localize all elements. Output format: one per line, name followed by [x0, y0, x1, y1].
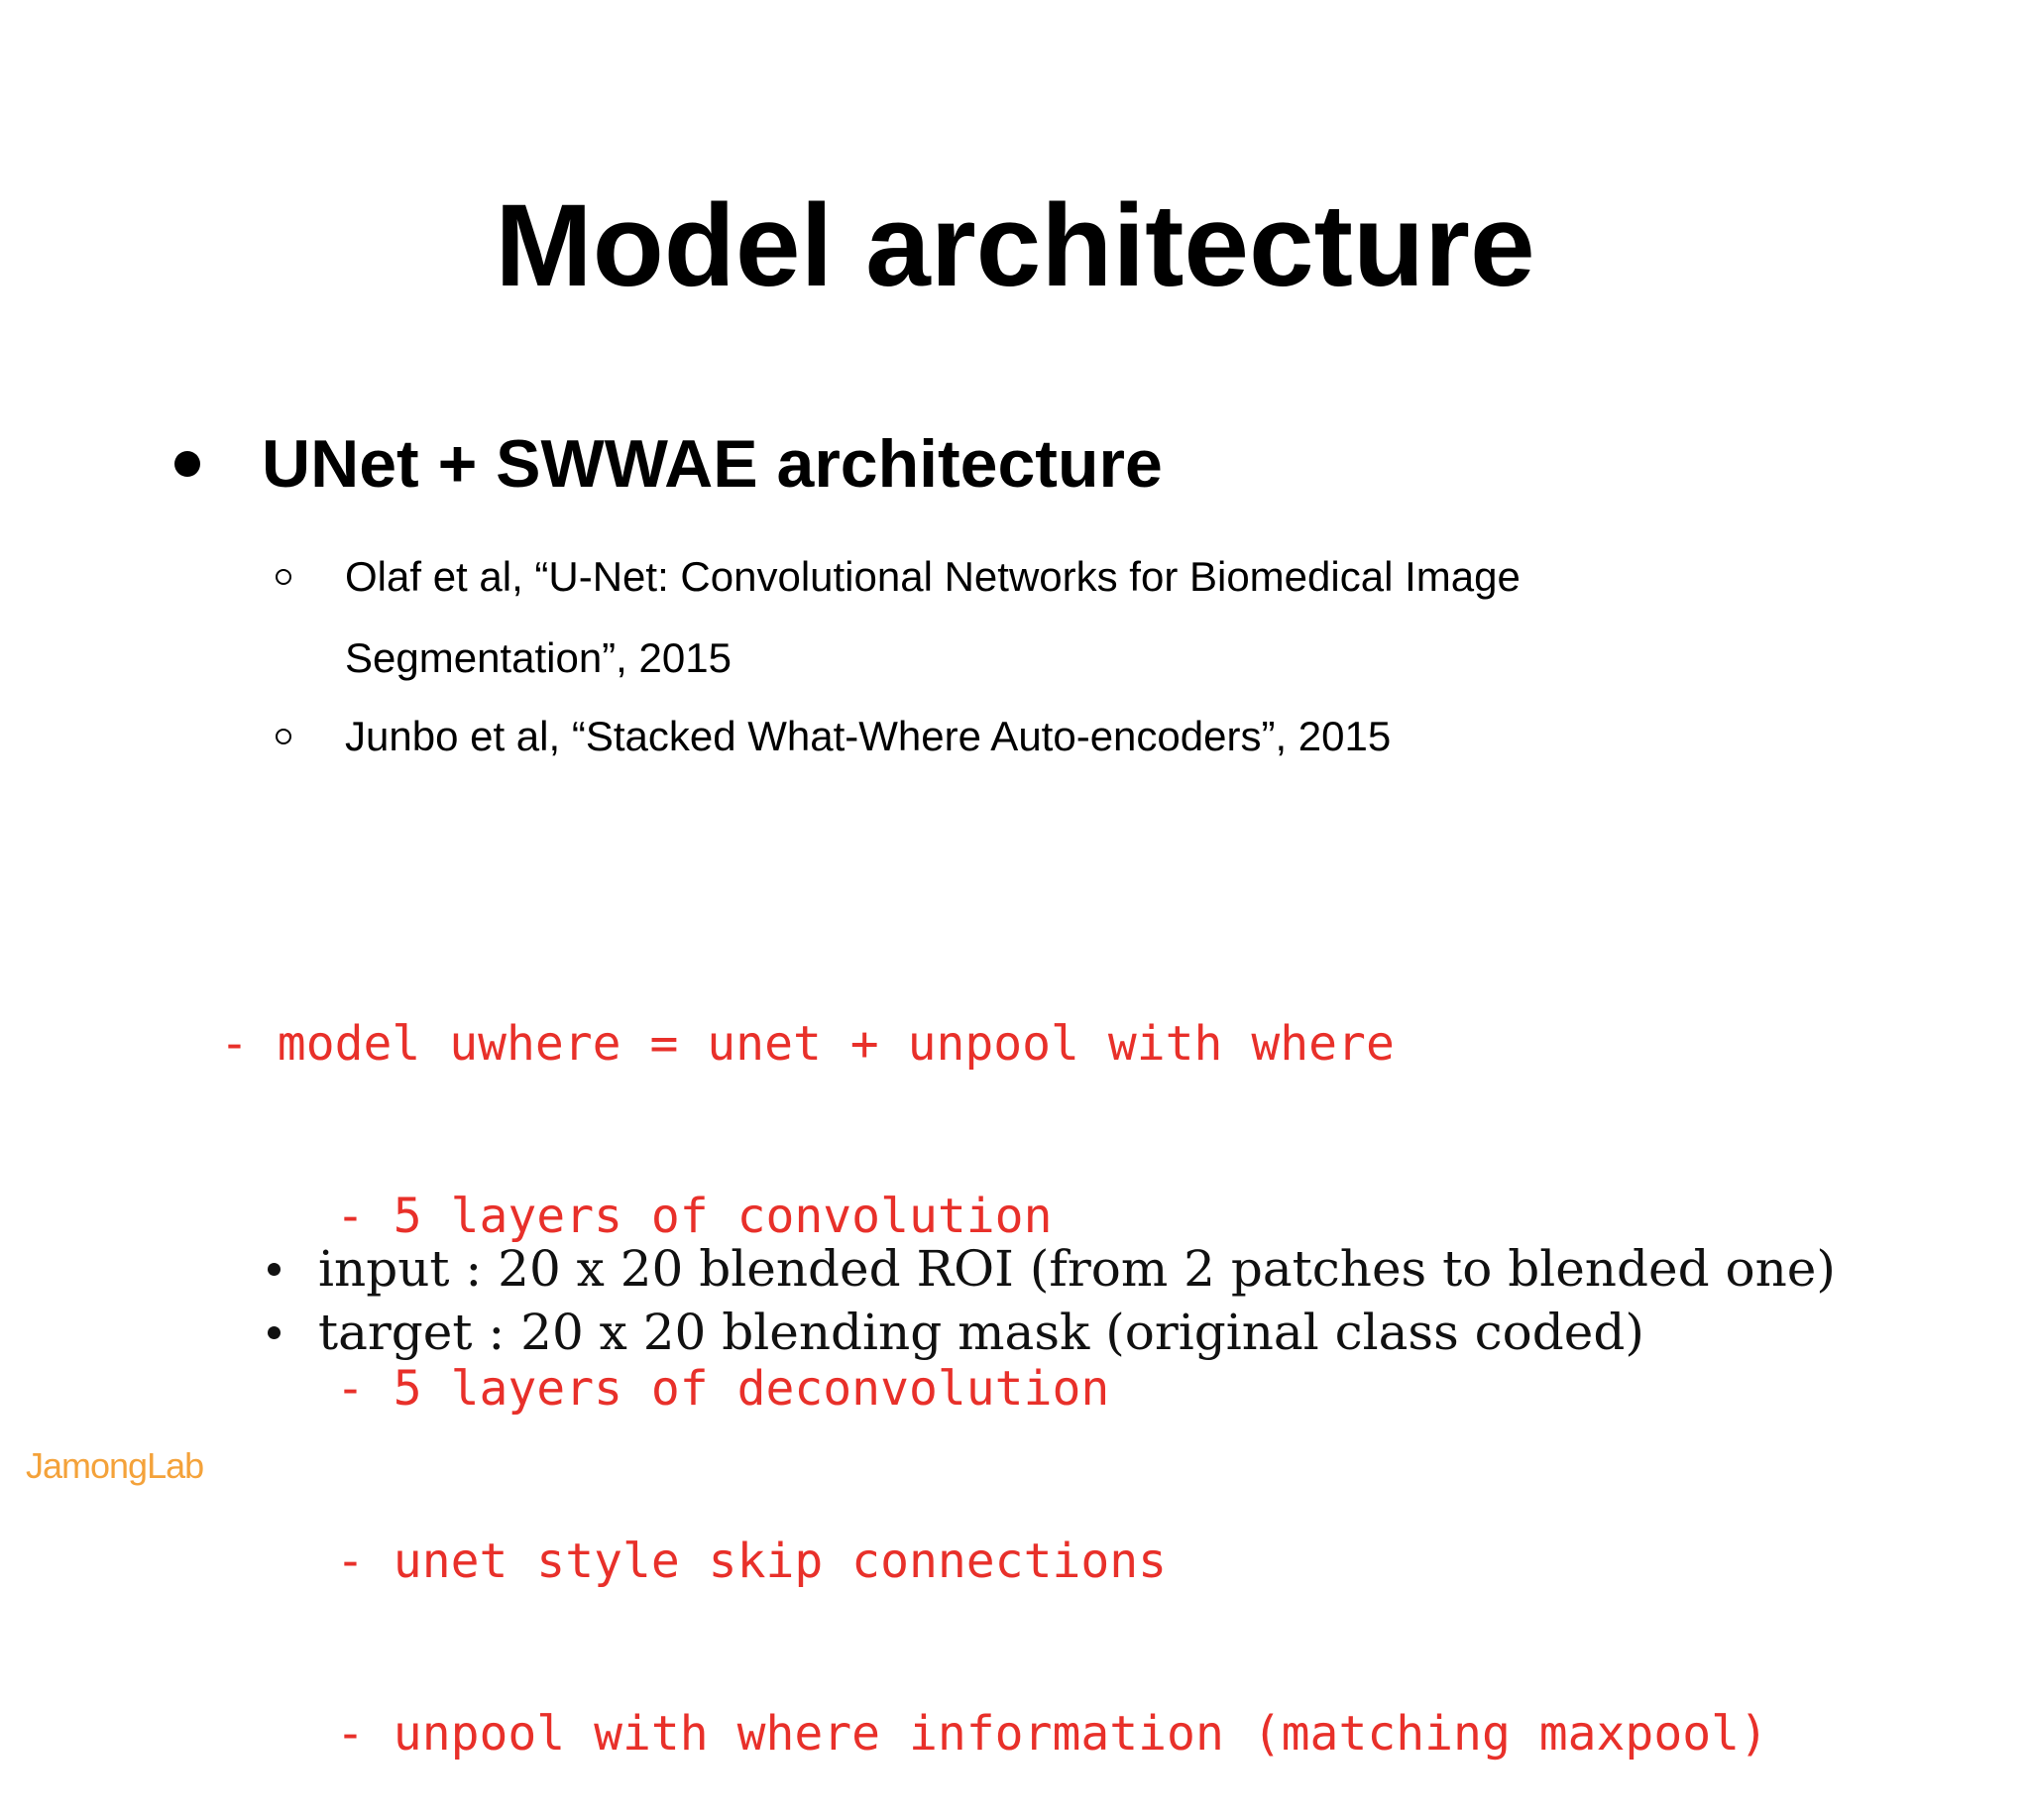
reference-item: Junbo et al, “Stacked What-Where Auto-en…	[276, 696, 1762, 777]
code-line: - 5 layers of deconvolution	[336, 1361, 1110, 1417]
io-list: input : 20 x 20 blended ROI (from 2 patc…	[268, 1237, 1836, 1364]
slide-title: Model architecture	[495, 180, 1535, 311]
logo-text: JamongLab	[26, 1445, 204, 1486]
code-line: - model uwhere = unet + unpool with wher…	[220, 1016, 1395, 1072]
list-item: target : 20 x 20 blending mask (original…	[268, 1301, 1836, 1364]
bullet-dot-icon	[268, 1325, 281, 1339]
main-bullet: UNet + SWWAE architecture	[169, 424, 1163, 504]
list-item: input : 20 x 20 blended ROI (from 2 patc…	[268, 1237, 1836, 1301]
reference-text: Olaf et al, “U-Net: Convolutional Networ…	[345, 553, 1521, 681]
io-item-text: target : 20 x 20 blending mask (original…	[318, 1304, 1644, 1361]
code-line: - unet style skip connections	[336, 1534, 1168, 1589]
hollow-bullet-icon	[276, 569, 291, 585]
jamonglab-logo: JamongLab	[26, 1445, 204, 1487]
reference-text: Junbo et al, “Stacked What-Where Auto-en…	[345, 713, 1392, 759]
bullet-dot-icon	[268, 1262, 281, 1276]
hollow-bullet-icon	[276, 729, 291, 744]
main-bullet-text: UNet + SWWAE architecture	[262, 426, 1163, 502]
code-line: - unpool with where information (matchin…	[336, 1706, 1768, 1762]
io-item-text: input : 20 x 20 blended ROI (from 2 patc…	[318, 1240, 1836, 1298]
bullet-dot-icon	[174, 451, 200, 477]
reference-item: Olaf et al, “U-Net: Convolutional Networ…	[276, 536, 1762, 699]
code-line: - 5 layers of convolution	[336, 1189, 1053, 1244]
